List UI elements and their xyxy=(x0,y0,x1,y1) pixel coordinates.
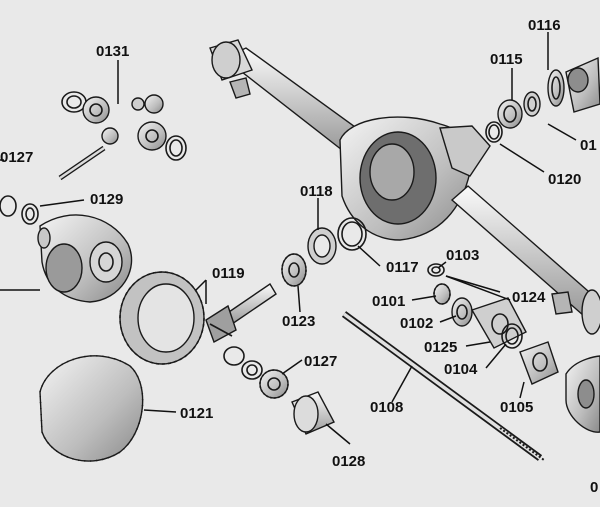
part-0131-kit xyxy=(58,91,187,181)
label-0105: 0105 xyxy=(500,399,533,416)
label-0129: 0129 xyxy=(90,191,123,208)
part-0128-race xyxy=(291,391,335,435)
label-0128: 0128 xyxy=(332,453,365,470)
part-0119-pinion xyxy=(205,283,277,344)
label-0123: 0123 xyxy=(282,313,315,330)
label-0115: 0115 xyxy=(490,51,523,68)
label-0127-lower: 0127 xyxy=(304,353,337,370)
part-0116-bearing xyxy=(547,56,600,113)
part-0102-bearing xyxy=(451,297,473,327)
part-0120-ring xyxy=(485,121,503,143)
label-0103: 0103 xyxy=(446,247,479,264)
label-0124: 0124 xyxy=(512,289,546,306)
label-01-truncated: 01 xyxy=(580,137,597,154)
part-0123-gear xyxy=(281,253,307,287)
label-0120: 0120 xyxy=(548,171,581,188)
ring-gear xyxy=(119,271,205,365)
part-0129-washers xyxy=(0,195,39,225)
label-0127-upper: 0127 xyxy=(0,149,33,166)
part-0125-plate xyxy=(470,297,527,349)
part-0105-flange xyxy=(519,341,559,385)
label-0116: 0116 xyxy=(528,17,561,34)
part-0104-washer xyxy=(501,323,523,349)
part-0127-gears-lower xyxy=(223,346,289,399)
label-0101: 0101 xyxy=(372,293,405,310)
label-0104: 0104 xyxy=(444,361,478,378)
label-0-bottom-truncated: 0 xyxy=(590,479,598,496)
part-labels: 0131 0127 0129 0119 0118 0117 0123 0103 … xyxy=(0,17,598,496)
leader-lines xyxy=(0,32,577,445)
label-0118: 0118 xyxy=(300,183,333,200)
wheel-hub xyxy=(565,355,600,433)
part-0108-axle-shaft xyxy=(341,311,545,461)
label-0108: 0108 xyxy=(370,399,403,416)
part-0115-bearing xyxy=(497,91,541,129)
part-0118-ring xyxy=(307,227,337,265)
label-0131: 0131 xyxy=(96,43,129,60)
part-0101-gear xyxy=(433,283,451,305)
part-0121-cover xyxy=(39,355,144,462)
label-0119: 0119 xyxy=(212,265,245,282)
label-0121: 0121 xyxy=(180,405,213,422)
part-0117-ring xyxy=(337,217,367,251)
axle-housing xyxy=(209,39,600,335)
differential-carrier xyxy=(37,214,133,303)
label-0102: 0102 xyxy=(400,315,433,332)
label-0117: 0117 xyxy=(386,259,419,276)
label-0125: 0125 xyxy=(424,339,457,356)
part-0103-washer xyxy=(427,263,445,277)
